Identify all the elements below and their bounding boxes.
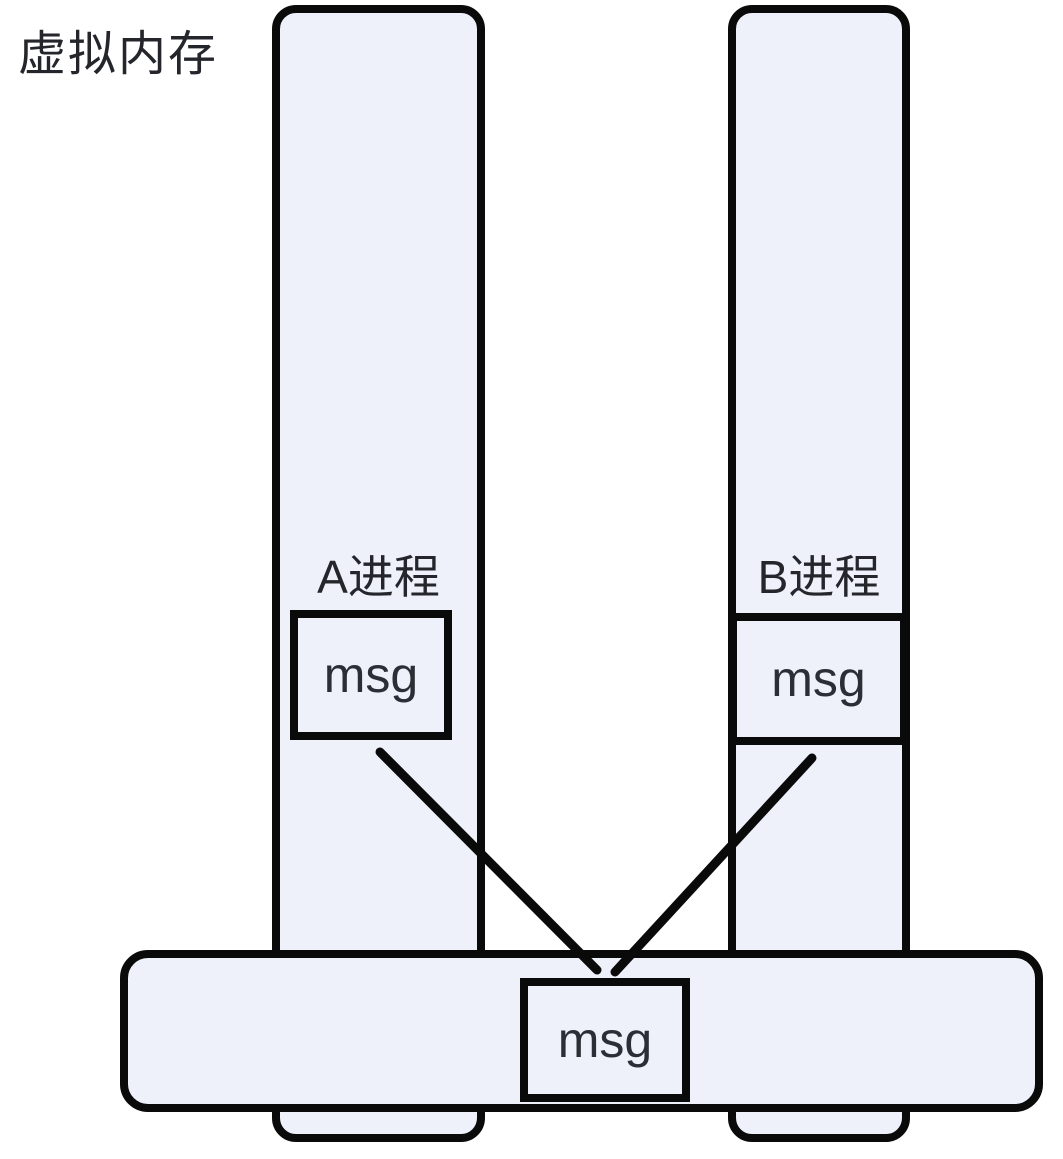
- process-b-msg-box: msg: [729, 613, 908, 745]
- process-a-msg-label: msg: [323, 647, 419, 703]
- process-b-msg-label: msg: [771, 651, 866, 707]
- process-a-label: A进程: [317, 551, 440, 603]
- process-a-msg-box: msg: [290, 610, 452, 740]
- process-b-label: B进程: [757, 551, 881, 603]
- kernel-msg-label: msg: [557, 1012, 653, 1068]
- diagram-title: 虚拟内存: [18, 28, 219, 81]
- kernel-msg-box: msg: [520, 978, 690, 1102]
